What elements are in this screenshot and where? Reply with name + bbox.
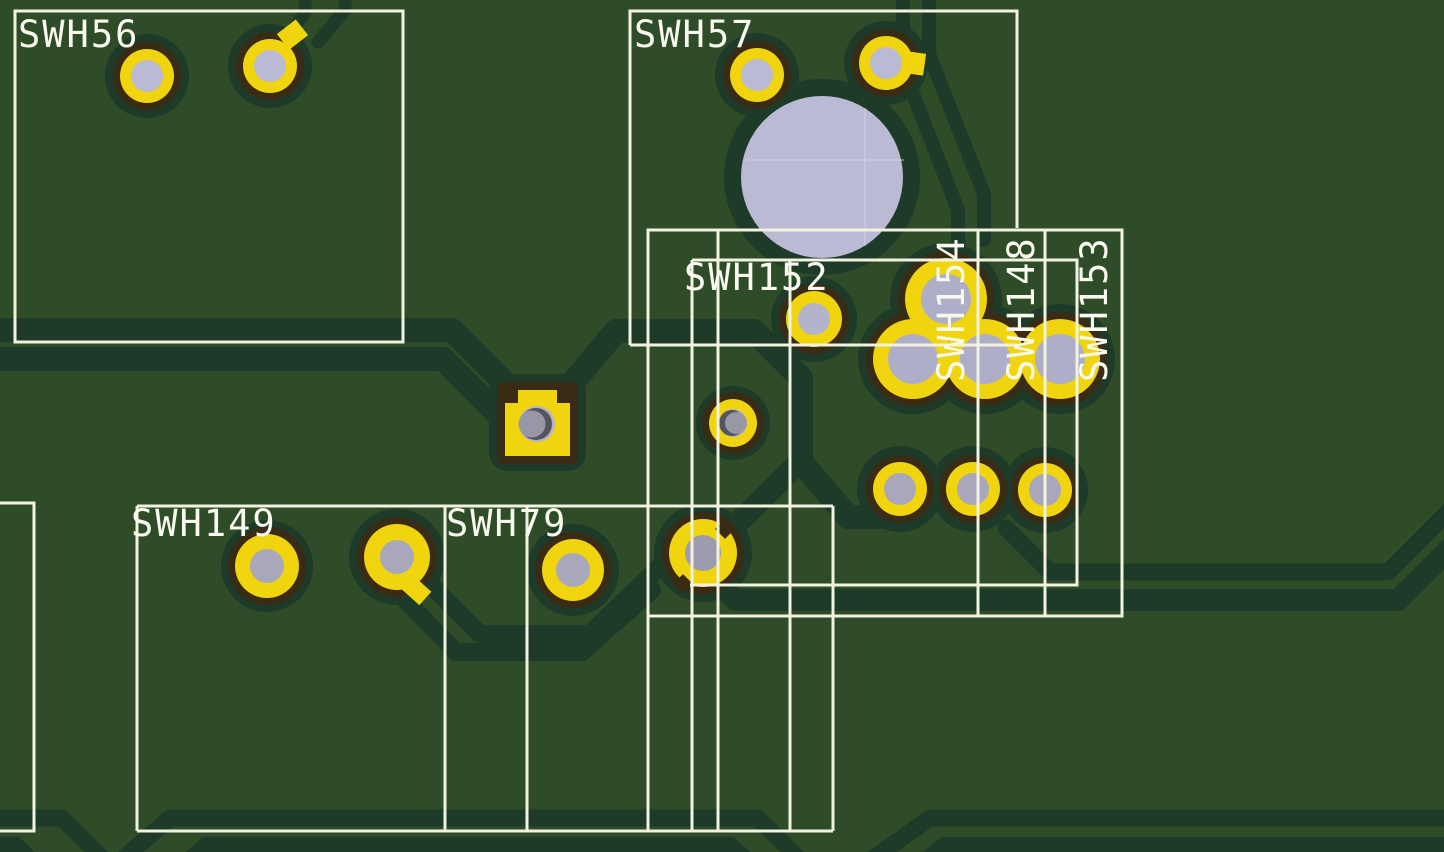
courtyard-swh56 xyxy=(13,9,405,344)
via-drill xyxy=(719,409,747,437)
component-ref-swh152[interactable]: SWH152 xyxy=(684,256,830,299)
drill-holes xyxy=(131,47,1085,587)
component-ref-swh148-text: SWH148 xyxy=(1000,236,1043,382)
pad-notches xyxy=(505,390,735,594)
courtyard-swh57 xyxy=(628,9,1019,347)
component-ref-swh57[interactable]: SWH57 xyxy=(634,13,756,56)
component-ref-swh153-text: SWH153 xyxy=(1073,236,1116,382)
courtyard-swh149-swh79 xyxy=(135,504,835,833)
mounting-hole[interactable] xyxy=(741,96,904,258)
courtyard-swh152 xyxy=(690,258,1079,587)
component-ref-swh79[interactable]: SWH79 xyxy=(446,502,568,545)
component-ref-swh154-text: SWH154 xyxy=(930,236,973,382)
courtyard-verticals xyxy=(646,230,1047,830)
component-ref-swh149[interactable]: SWH149 xyxy=(131,502,277,545)
drill-crosshair xyxy=(746,108,904,246)
trace-stub xyxy=(276,19,309,50)
square-pad-drill xyxy=(518,406,555,442)
silkscreen-courtyards xyxy=(0,9,1124,833)
component-ref-swh56[interactable]: SWH56 xyxy=(18,13,140,56)
courtyard-left-partial xyxy=(0,501,36,833)
